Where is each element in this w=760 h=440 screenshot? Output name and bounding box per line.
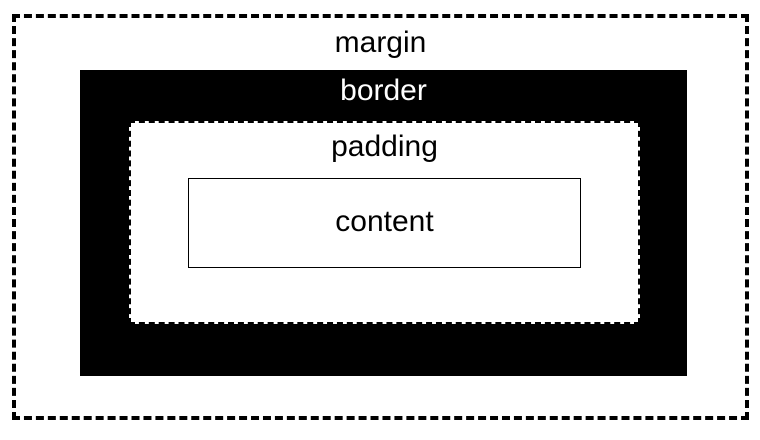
border-label: border <box>340 74 427 107</box>
margin-box: margin border padding content <box>12 14 749 420</box>
margin-label: margin <box>334 26 427 59</box>
padding-box: padding content <box>129 121 640 324</box>
content-label: content <box>335 205 434 238</box>
content-box: content <box>188 178 581 268</box>
padding-label: padding <box>331 130 438 163</box>
border-box: border padding content <box>80 70 687 376</box>
